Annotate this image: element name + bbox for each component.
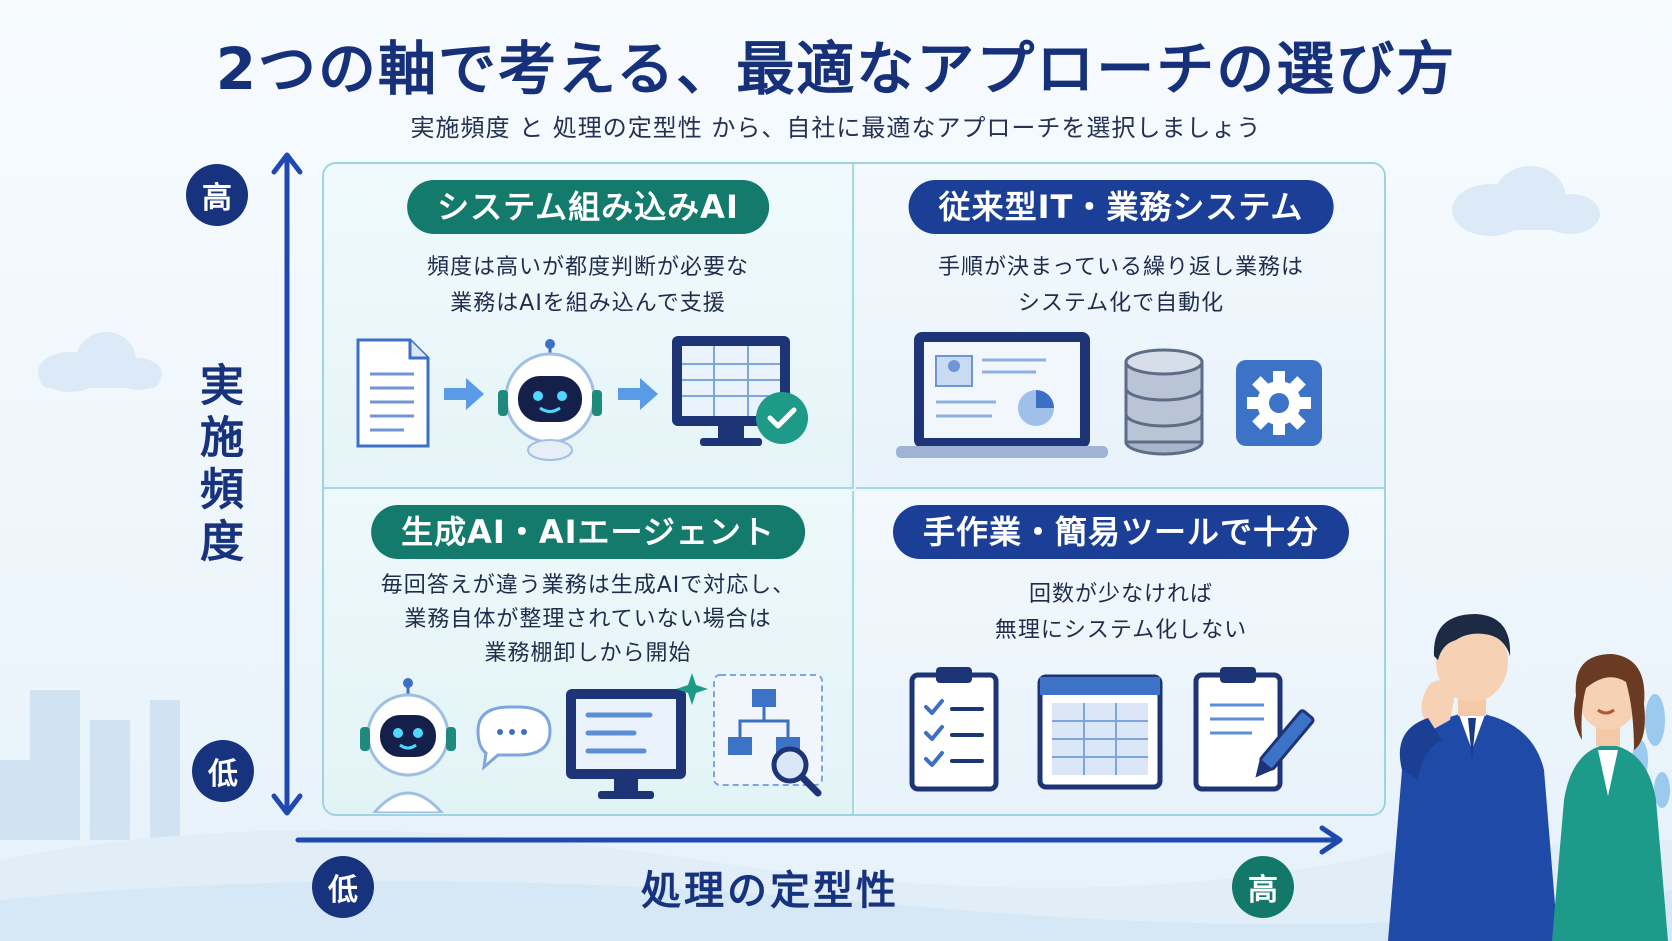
- spreadsheet-icon: [1037, 674, 1163, 790]
- quadrant-illustration: [356, 336, 808, 461]
- monitor-table-check-icon: [672, 336, 808, 446]
- cloud-icon: [38, 332, 162, 392]
- database-icon: [1124, 348, 1204, 456]
- robot-icon: [360, 678, 456, 813]
- quadrant-bottom-right: 手作業・簡易ツールで十分 回数が少なければ 無理にシステム化しない: [856, 491, 1384, 814]
- document-icon: [356, 338, 430, 448]
- quadrant-description: 手順が決まっている繰り返し業務は システム化で自動化: [937, 255, 1305, 316]
- quadrant-title: 従来型IT・業務システム: [908, 180, 1334, 234]
- plant-icon: [1632, 694, 1670, 808]
- gear-icon: [1236, 360, 1322, 446]
- page-subtitle: 実施頻度 と 処理の定型性 から、自社に最適なアプローチを選択しましょう: [410, 114, 1262, 142]
- y-axis-label: 実施頻度: [192, 362, 243, 570]
- quadrant-illustration: [896, 332, 1322, 458]
- arrow-right-icon: [618, 378, 658, 410]
- quadrant-title: システム組み込みAI: [407, 180, 769, 234]
- y-axis-arrow: [271, 152, 303, 816]
- x-axis-arrow: [295, 825, 1343, 855]
- hill: [0, 881, 1672, 941]
- y-axis-high-badge: 高: [186, 164, 248, 226]
- quadrant-description: 毎回答えが違う業務は生成AIで対応し、 業務自体が整理されていない場合は 業務棚…: [380, 573, 796, 666]
- monitor-sparkle-icon: [566, 673, 708, 799]
- quadrant-illustration: [360, 673, 823, 813]
- arrow-right-icon: [444, 378, 484, 410]
- quadrant-top-right: 従来型IT・業務システム 手順が決まっている繰り返し業務は システム化で自動化: [856, 164, 1384, 489]
- quadrant-matrix: システム組み込みAI 頻度は高いが都度判断が必要な 業務はAIを組み込んで支援: [322, 162, 1386, 816]
- robot-icon: [498, 339, 602, 461]
- city-skyline: [0, 690, 180, 840]
- page-title: 2つの軸で考える、最適なアプローチの選び方: [215, 35, 1457, 103]
- cloud-icon: [1452, 166, 1600, 236]
- chat-bubble-icon: [476, 705, 552, 771]
- quadrant-title: 生成AI・AIエージェント: [371, 505, 805, 559]
- x-axis-high-badge: 高: [1232, 856, 1294, 918]
- quadrant-illustration: [909, 667, 1315, 792]
- quadrant-top-left: システム組み込みAI 頻度は高いが都度判断が必要な 業務はAIを組み込んで支援: [324, 164, 854, 489]
- y-axis-low-badge: 低: [192, 740, 254, 802]
- quadrant-bottom-left: 生成AI・AIエージェント 毎回答えが違う業務は生成AIで対応し、 業務自体が整…: [324, 491, 854, 814]
- business-people-illustration: [1388, 614, 1668, 941]
- quadrant-description: 頻度は高いが都度判断が必要な 業務はAIを組み込んで支援: [426, 255, 749, 316]
- checklist-clipboard-icon: [909, 667, 999, 792]
- flowchart-magnifier-icon: [713, 674, 823, 797]
- x-axis-label: 処理の定型性: [641, 868, 899, 914]
- quadrant-description: 回数が少なければ 無理にシステム化しない: [994, 582, 1248, 643]
- laptop-dashboard-icon: [896, 332, 1108, 458]
- quadrant-title: 手作業・簡易ツールで十分: [892, 505, 1350, 559]
- businessman-icon: [1388, 614, 1558, 941]
- x-axis-low-badge: 低: [312, 856, 374, 918]
- clipboard-pencil-icon: [1193, 667, 1315, 792]
- businesswoman-icon: [1552, 654, 1668, 941]
